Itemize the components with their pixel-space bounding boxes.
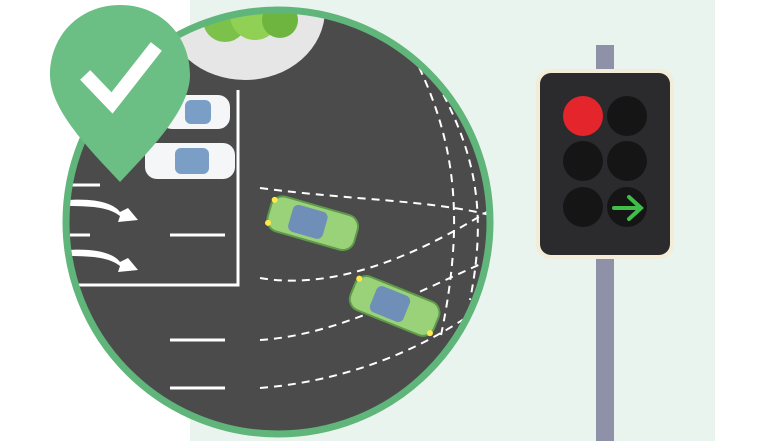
turn-paths [259, 29, 490, 389]
traffic-light-icon [536, 45, 674, 441]
parked-car [145, 143, 235, 179]
green-right-arrow-icon [612, 195, 644, 221]
turning-car [265, 195, 360, 252]
parked-car [160, 95, 230, 129]
red-light [563, 96, 603, 136]
lane-markings [66, 90, 240, 390]
turn-arrow-markings [68, 199, 138, 272]
scene-border [62, 6, 494, 438]
roundabout-island [165, 10, 325, 80]
check-mark-pin-icon [50, 5, 190, 182]
turning-car [348, 275, 441, 337]
